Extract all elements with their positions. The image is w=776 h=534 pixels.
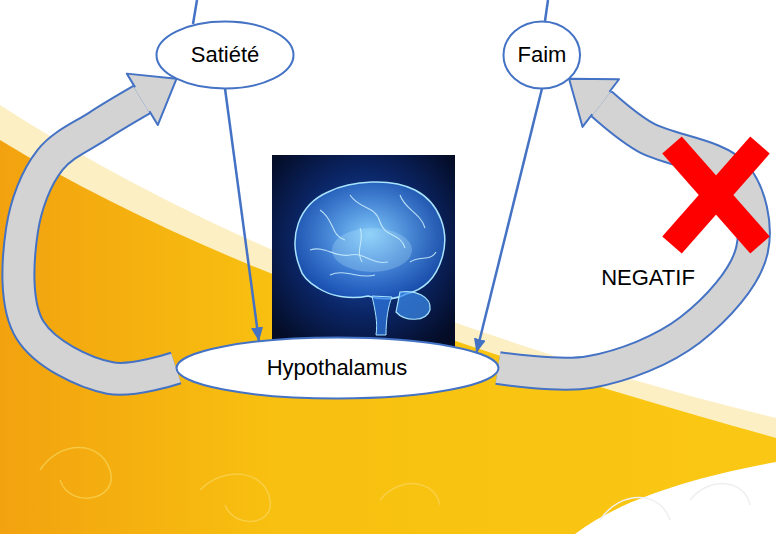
motif-curl <box>200 474 270 521</box>
signal-arrow <box>225 89 259 342</box>
ellipse-shape <box>504 22 581 89</box>
arrow-outline <box>498 103 754 374</box>
brain-illustration <box>272 155 455 350</box>
cross-stroke <box>672 145 760 245</box>
arrow-body <box>18 99 176 379</box>
arrow-line <box>476 89 542 353</box>
brain-stem <box>372 296 392 335</box>
brain-glow <box>332 228 412 272</box>
gyrus <box>320 210 345 240</box>
brain-cerebellum <box>396 292 430 320</box>
feedback-arrow <box>18 74 176 379</box>
gyrus <box>330 273 375 277</box>
arrow-head <box>127 74 177 125</box>
arrow-head <box>569 79 619 127</box>
motif-curl <box>690 484 750 505</box>
cross-stroke <box>672 145 760 245</box>
arrow-joint <box>591 91 608 113</box>
red-cross <box>672 145 760 245</box>
feedback-arrow <box>498 79 754 374</box>
white-motif <box>600 484 750 520</box>
node-label: Hypothalamus <box>267 355 408 381</box>
motif-curl <box>380 484 440 505</box>
ellipse-shape <box>157 22 294 89</box>
node-label: Faim <box>518 42 567 68</box>
node-label: Satiété <box>191 42 260 68</box>
brain-gyri <box>310 195 436 276</box>
ellipse-shape <box>176 338 498 399</box>
input-line <box>545 0 548 21</box>
ellipse-node: Faim <box>502 20 582 90</box>
ellipse-node: Hypothalamus <box>175 336 500 400</box>
brain-cerebrum <box>295 182 445 299</box>
motif-curl <box>600 498 670 521</box>
arrow-body <box>498 103 754 374</box>
arrow-line <box>225 89 259 342</box>
ellipse-node: Satiété <box>155 20 295 90</box>
arrow-joint <box>136 87 150 111</box>
swoosh-motif <box>40 448 440 522</box>
gyrus <box>400 195 425 228</box>
gyrus <box>410 252 436 262</box>
signal-arrow <box>476 89 542 353</box>
edge-label: NEGATIF <box>598 265 698 291</box>
motif-curl <box>40 448 111 499</box>
brain-backdrop <box>272 155 455 350</box>
input-line <box>193 0 197 24</box>
arrow-outline <box>18 99 176 379</box>
